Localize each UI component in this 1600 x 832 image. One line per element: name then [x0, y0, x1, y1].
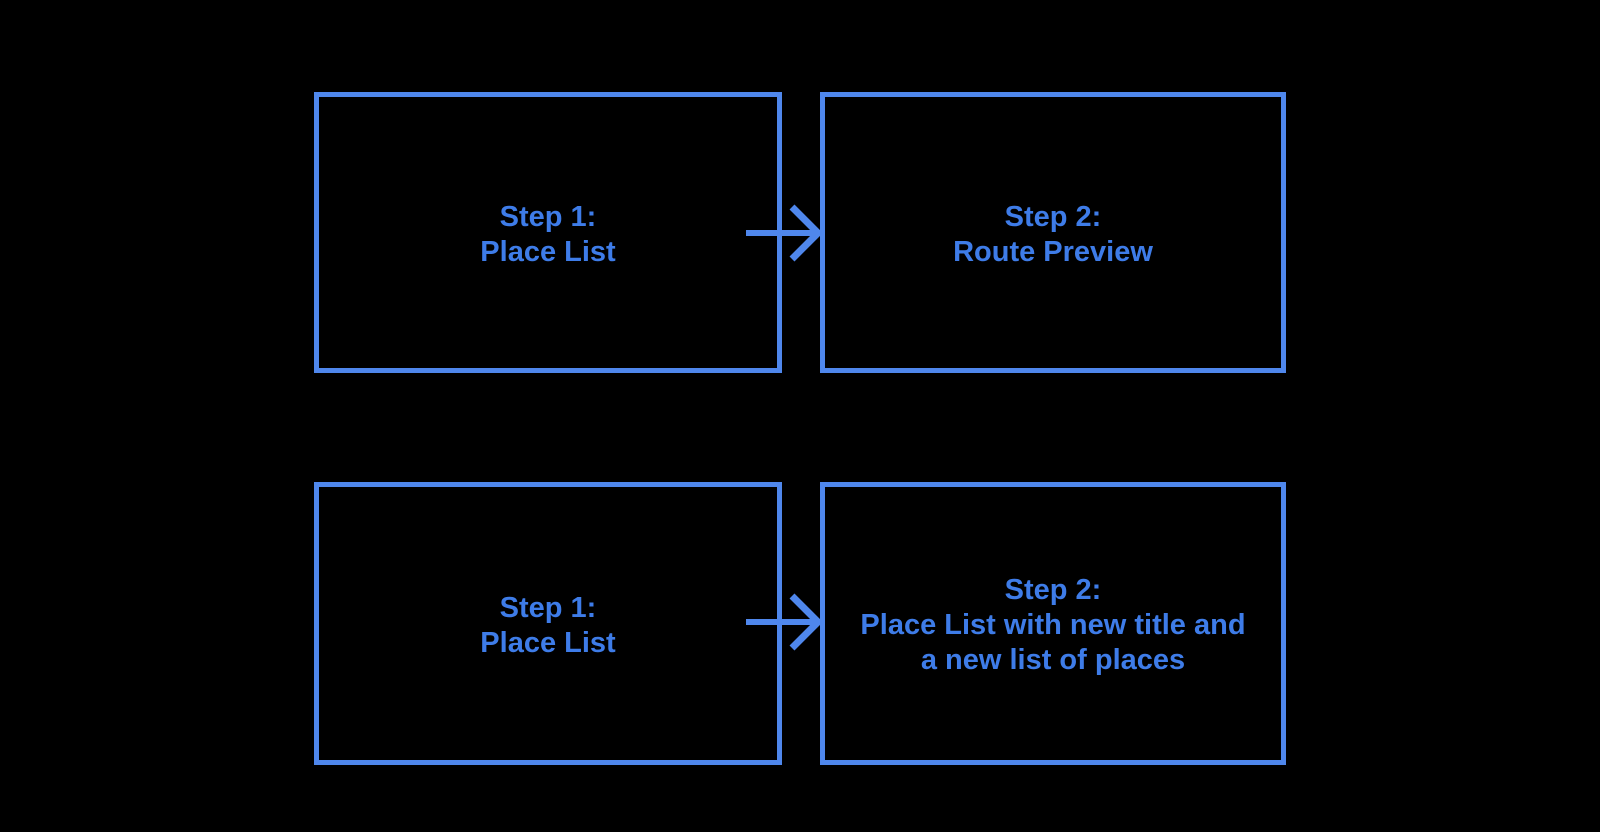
box-text-line: Step 1:	[499, 200, 597, 233]
flow-connector-row2	[738, 589, 830, 655]
box-text-line: Step 2:	[1004, 574, 1102, 606]
box-text-line: a new list of places	[920, 644, 1186, 676]
flow-box-row2-step1: Step 1: Place List	[314, 482, 782, 765]
flow-box-row1-step2: Step 2: Route Preview	[820, 92, 1286, 373]
arrow-right-icon	[746, 593, 823, 651]
arrow-right-icon	[746, 204, 823, 262]
box-text-line: Place List	[480, 235, 616, 268]
box-text-line: Place List	[480, 626, 616, 659]
flow-box-row2-step2: Step 2: Place List with new title and a …	[820, 482, 1286, 765]
box-text-line: Step 1:	[499, 591, 597, 624]
box-text-line: Route Preview	[953, 235, 1153, 268]
flow-connector-row1	[738, 200, 830, 266]
box-text-line: Place List with new title and	[860, 609, 1246, 641]
box-text-line: Step 2:	[1004, 200, 1102, 233]
flow-box-row1-step1: Step 1: Place List	[314, 92, 782, 373]
